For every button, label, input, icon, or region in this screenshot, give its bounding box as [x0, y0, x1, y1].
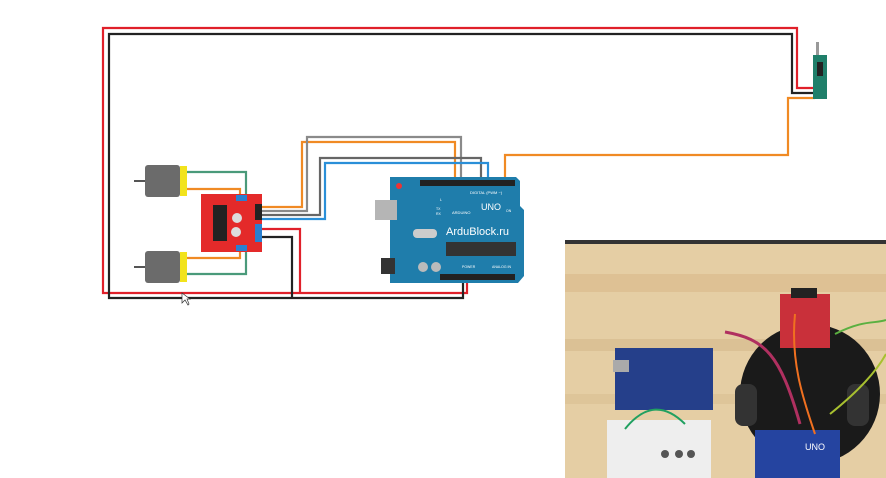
arduino-model: UNO	[481, 202, 501, 212]
arduino-led-l: L	[440, 198, 442, 202]
arduino-led-rx: RX	[436, 212, 442, 216]
arduino-analog-label: ANALOG IN	[492, 265, 512, 269]
wire-gray-signal	[262, 135, 463, 213]
wire-red-power	[101, 26, 815, 295]
arduino-led-tx: TX	[436, 207, 441, 211]
photo-arduino-left	[613, 348, 713, 410]
video-overlay-photo: UNO	[565, 240, 886, 478]
arduino-led-on: ON	[506, 209, 512, 213]
wire-green-motor2	[186, 250, 248, 276]
wire-black-ground	[107, 32, 815, 300]
rf-receiver-module	[813, 42, 827, 99]
arduino-uno: DIGITAL (PWM ~) ARDUINO UNO ArduBlock.ru…	[375, 177, 524, 283]
mouse-cursor-icon	[181, 292, 192, 306]
wire-black-driver	[262, 235, 294, 298]
photo-breadboard	[607, 420, 711, 478]
wire-red-driver	[262, 227, 302, 293]
arduino-digital-label: DIGITAL (PWM ~)	[470, 190, 503, 195]
wire-darkgray-signal	[262, 156, 483, 217]
wire-green-motor1	[186, 170, 248, 196]
wire-orange-signal	[262, 140, 457, 209]
wire-orange-motor2	[186, 250, 242, 260]
arduino-power-label: POWER	[462, 265, 476, 269]
l298n-driver	[201, 194, 262, 252]
wire-blue-signal	[262, 161, 490, 221]
dc-motor-bottom	[134, 251, 187, 283]
wire-orange-motor1	[186, 187, 242, 196]
wire-orange-receiver	[503, 96, 815, 180]
photo-uno-label: UNO	[805, 442, 825, 452]
arduino-brand-text: ArduBlock.ru	[446, 226, 509, 238]
dc-motor-top	[134, 165, 187, 197]
arduino-logo-text: ARDUINO	[452, 210, 470, 215]
